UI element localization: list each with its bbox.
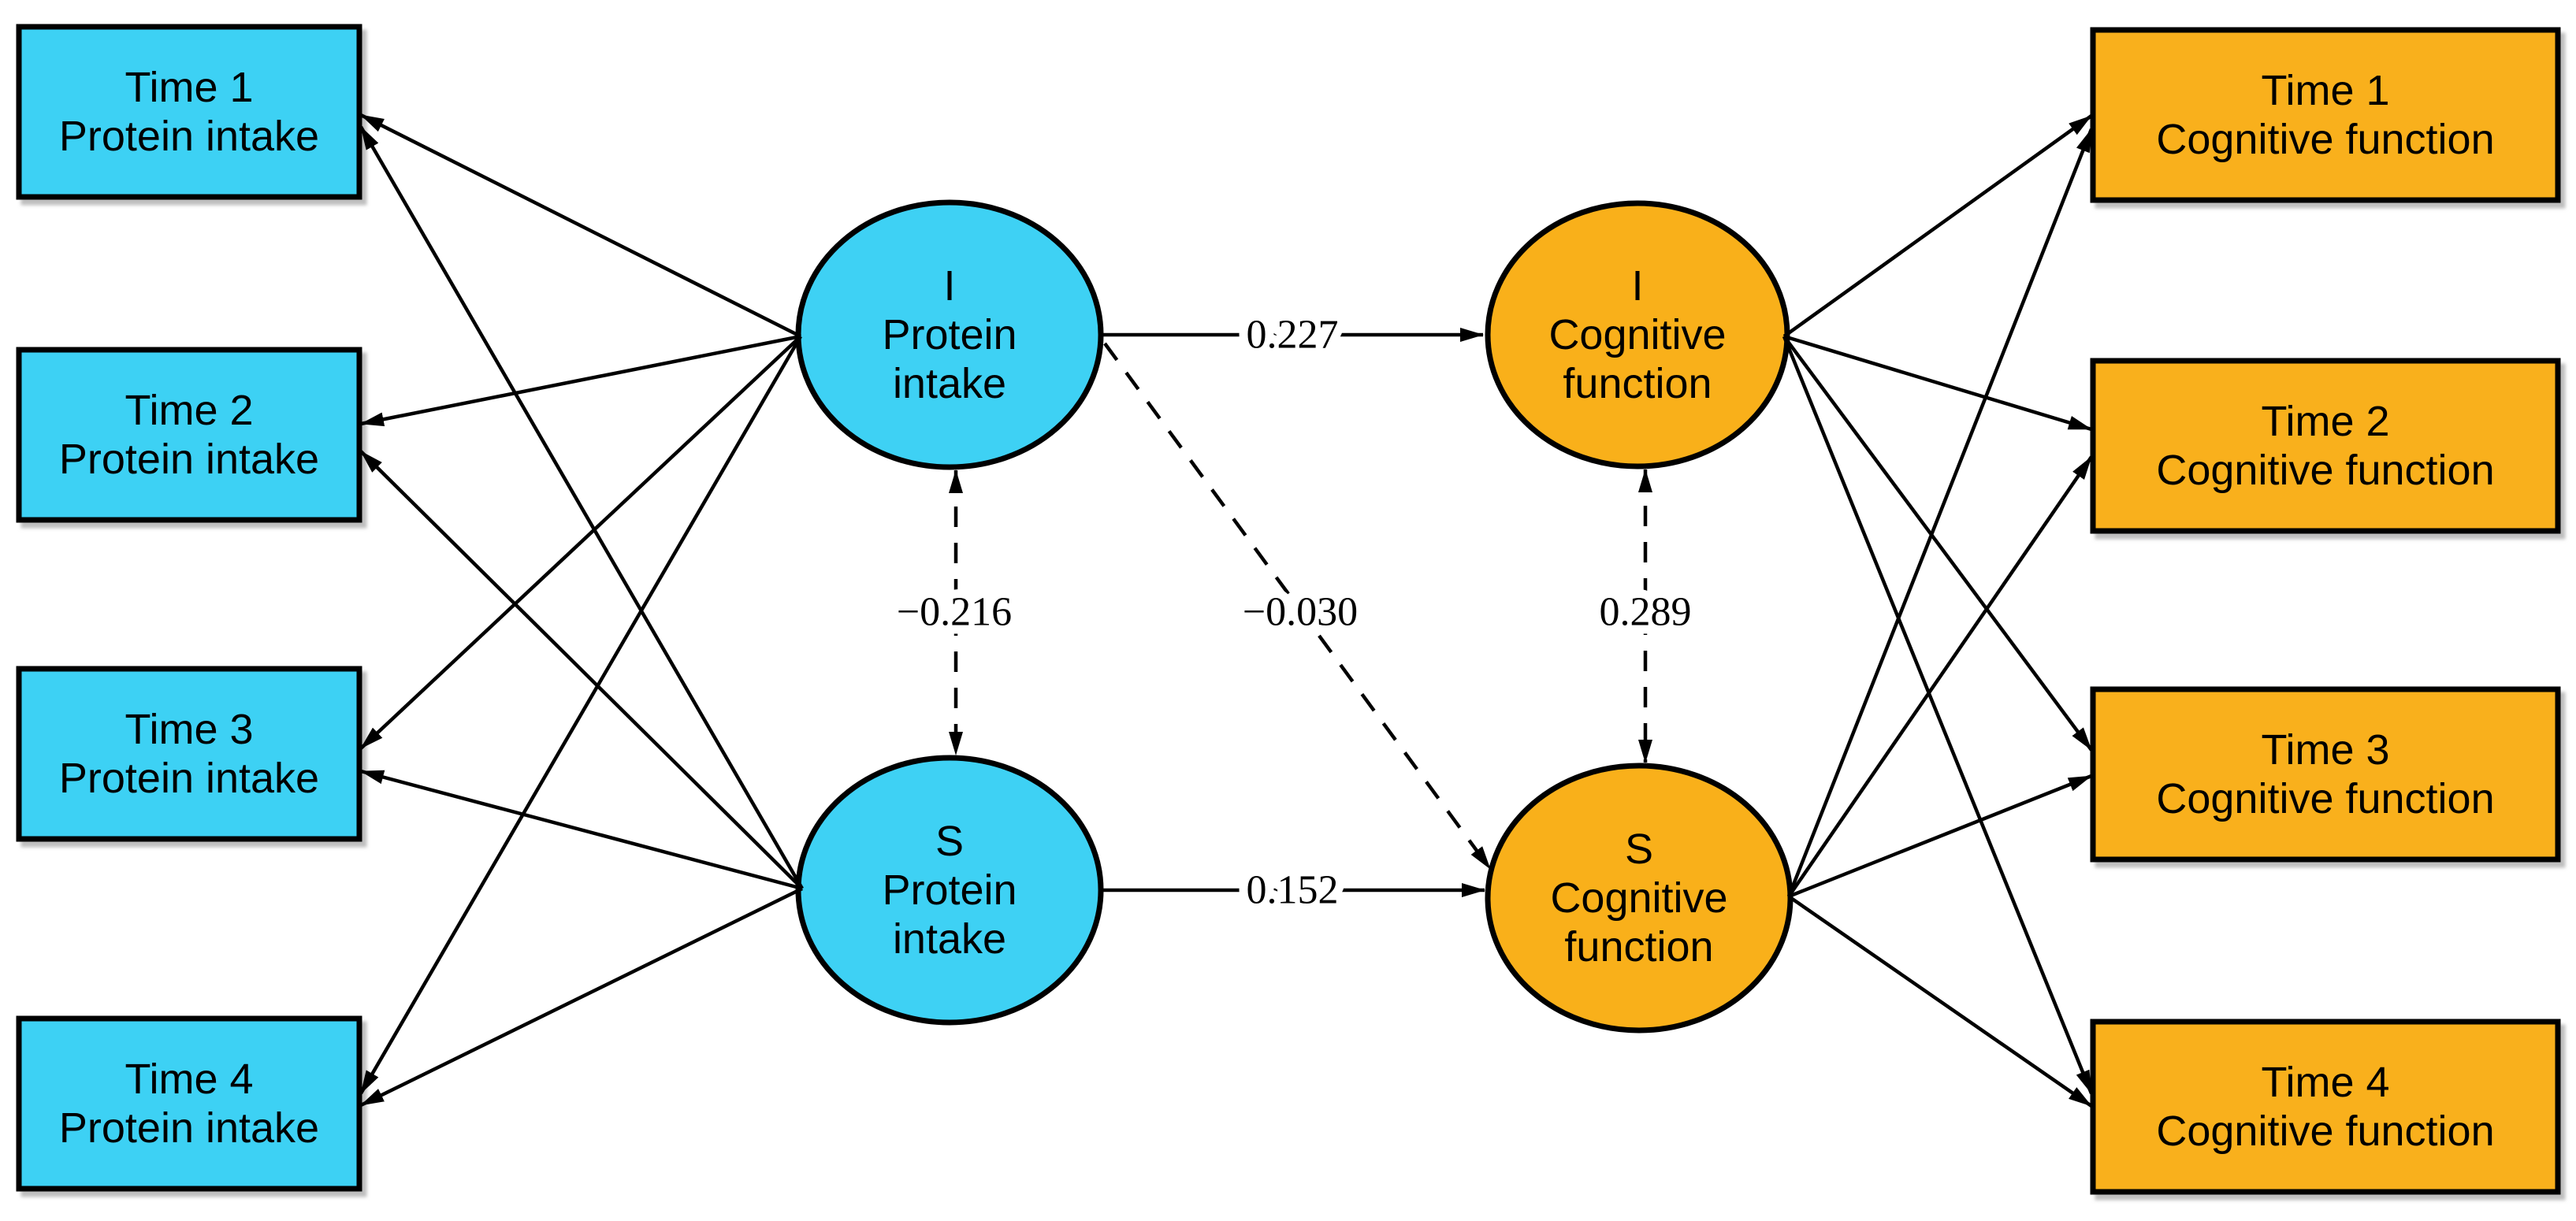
- edge-label-path-iprotein-icognitive: 0.227: [1247, 313, 1339, 358]
- edge-label-path-iprotein-scognitive: −0.030: [1243, 590, 1358, 635]
- edge-label-cov-iprotein-sprotein: −0.216: [897, 590, 1012, 635]
- edge-load-scognitive-time1: [1786, 128, 2094, 897]
- edge-load-sprotein-time3: [360, 769, 803, 891]
- edge-labels-layer: 0.227 0.152 −0.030 −0.216 0.289: [888, 304, 1701, 922]
- edge-load-sprotein-time4: [360, 886, 803, 1108]
- indicator-box-time4-protein: [16, 1015, 362, 1192]
- indicator-box-time2-protein: [16, 347, 362, 523]
- edge-load-sprotein-time1: [359, 125, 804, 890]
- edge-load-icognitive-time3: [1782, 335, 2093, 752]
- edge-load-iprotein-time1: [359, 113, 802, 339]
- indicator-box-time1-protein: [16, 24, 362, 200]
- edge-load-icognitive-time2: [1783, 334, 2092, 432]
- edge-label-cov-icognitive-scognitive: 0.289: [1600, 590, 1692, 635]
- indicator-box-time3-cognitive: [2090, 686, 2561, 863]
- edge-load-scognitive-time2: [1787, 455, 2093, 898]
- indicator-box-time4-cognitive: [2090, 1019, 2561, 1195]
- indicator-box-time2-cognitive: [2090, 358, 2561, 534]
- edge-load-scognitive-time3: [1788, 774, 2092, 899]
- edge-load-sprotein-time2: [359, 450, 804, 890]
- edge-load-iprotein-time3: [359, 335, 802, 750]
- edge-load-iprotein-time2: [360, 334, 801, 427]
- edge-load-iprotein-time4: [359, 335, 802, 1095]
- edge-label-path-sprotein-scognitive: 0.152: [1247, 868, 1339, 913]
- edge-load-icognitive-time1: [1782, 114, 2093, 338]
- edge-load-icognitive-time4: [1782, 336, 2094, 1094]
- indicator-box-time1-cognitive: [2090, 27, 2561, 203]
- edge-load-scognitive-time4: [1787, 895, 2093, 1108]
- edges-layer: [359, 113, 2094, 1108]
- indicator-box-time3-protein: [16, 666, 362, 842]
